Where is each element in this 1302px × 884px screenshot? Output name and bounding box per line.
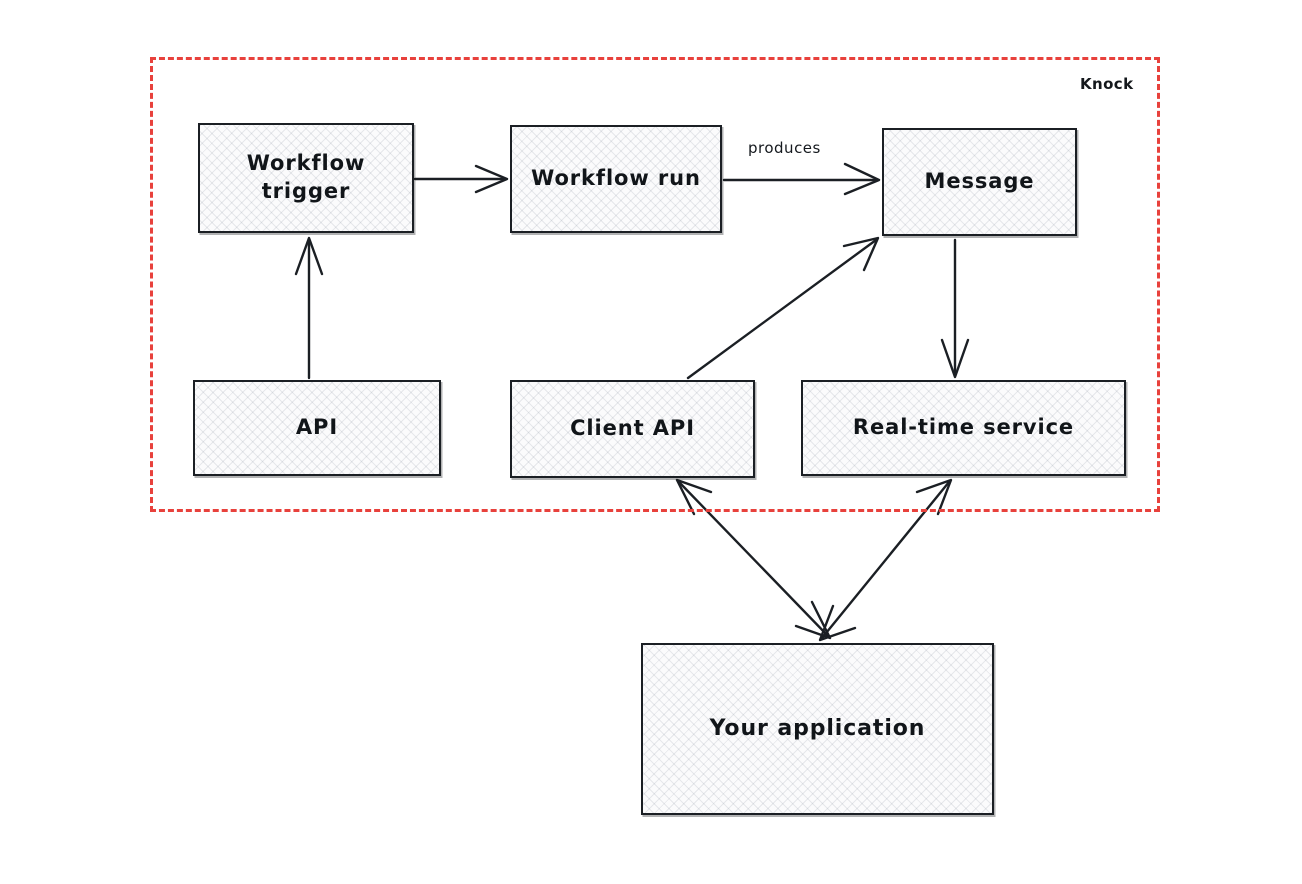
node-client-api-label: Client API	[570, 416, 695, 441]
node-workflow-run[interactable]: Workflow run	[510, 125, 722, 233]
node-api[interactable]: API	[193, 380, 441, 476]
edge-message-to-realtime	[940, 238, 970, 379]
node-api-label: API	[295, 415, 339, 440]
edge-app-to-client-api	[675, 478, 832, 640]
node-message-label: Message	[924, 169, 1035, 194]
edge-run-to-message	[722, 162, 881, 196]
edge-app-to-realtime	[818, 478, 953, 642]
knock-boundary	[150, 57, 1160, 512]
node-real-time-service-label: Real-time service	[852, 415, 1075, 440]
edge-api-to-trigger	[294, 236, 324, 380]
node-your-application[interactable]: Your application	[641, 643, 994, 815]
node-workflow-trigger[interactable]: Workflow trigger	[198, 123, 414, 233]
node-workflow-run-label: Workflow run	[531, 166, 701, 191]
node-real-time-service[interactable]: Real-time service	[801, 380, 1126, 476]
node-workflow-trigger-label: Workflow trigger	[246, 151, 366, 203]
edge-label-produces: produces	[748, 139, 821, 157]
edge-client-api-to-message	[686, 236, 880, 380]
node-client-api[interactable]: Client API	[510, 380, 755, 478]
node-message[interactable]: Message	[882, 128, 1077, 236]
edge-trigger-to-run	[413, 164, 509, 194]
node-your-application-label: Your application	[709, 716, 926, 742]
knock-boundary-label: Knock	[1080, 75, 1134, 93]
